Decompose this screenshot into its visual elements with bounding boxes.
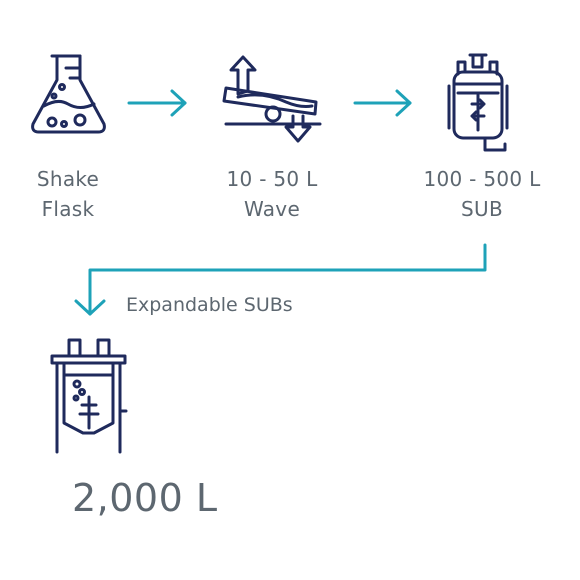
- large-bioreactor-icon: [50, 338, 128, 454]
- wave-bioreactor-icon: [222, 55, 322, 143]
- flow-connector-arrow: [74, 243, 487, 316]
- flow-arrow-2: [353, 89, 412, 117]
- flask-icon: [31, 54, 106, 134]
- stage-label-line2: Flask: [41, 197, 95, 221]
- stage-label-wave: 10 - 50 L Wave: [207, 164, 337, 224]
- stage-label-line1: Shake: [36, 167, 100, 191]
- stage-label-sub: 100 - 500 L SUB: [397, 164, 567, 224]
- flow-label-expandable: Expandable SUBs: [126, 294, 293, 316]
- final-stage-label: 2,000 L: [72, 476, 218, 520]
- stage-label-shake-flask: Shake Flask: [8, 164, 128, 224]
- stage-label-line1: 10 - 50 L: [226, 167, 318, 191]
- stage-label-line1: 100 - 500 L: [423, 167, 541, 191]
- stage-label-line2: Wave: [243, 197, 301, 221]
- single-use-bioreactor-icon: [447, 53, 509, 152]
- flow-arrow-1: [127, 89, 187, 117]
- stage-label-line2: SUB: [461, 197, 503, 221]
